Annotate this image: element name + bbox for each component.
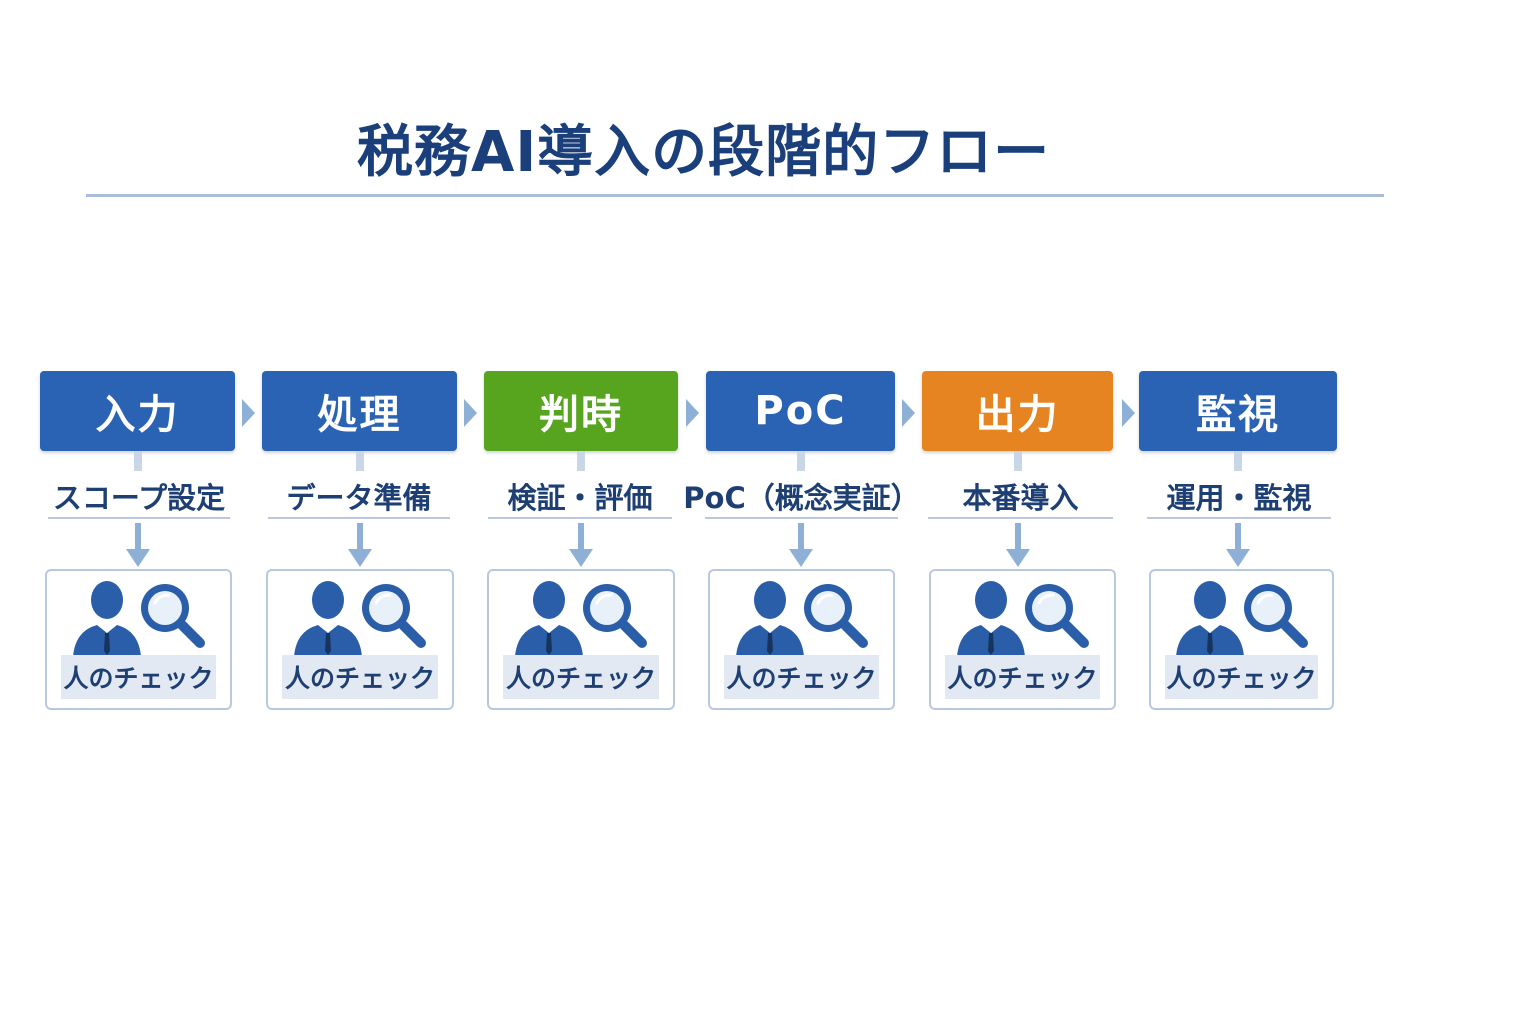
person-magnifier-icon <box>1172 579 1312 657</box>
flow-step: 処理データ準備人のチェック <box>262 371 457 711</box>
human-check-card: 人のチェック <box>708 569 895 710</box>
connector-line <box>796 451 805 471</box>
magnifier-icon <box>803 584 868 648</box>
flow-step: 監視運用・監視人のチェック <box>1139 371 1337 711</box>
step-header: 入力 <box>40 371 235 451</box>
human-check-card: 人のチェック <box>45 569 232 710</box>
magnifier-icon <box>140 584 205 648</box>
person-magnifier-icon <box>732 579 872 657</box>
magnifier-icon <box>362 584 426 648</box>
step-header: PoC <box>706 371 895 451</box>
step-header: 監視 <box>1139 371 1337 451</box>
chevron-right-icon <box>1122 399 1135 427</box>
flow-step: 判時検証・評価人のチェック <box>484 371 678 711</box>
substep-label: データ準備 <box>268 475 450 519</box>
substep-label: スコープ設定 <box>48 475 230 519</box>
connector-line <box>577 451 585 471</box>
substep-label: 検証・評価 <box>488 475 672 519</box>
human-check-label: 人のチェック <box>1165 655 1318 699</box>
flow-step: 出力本番導入人のチェック <box>922 371 1116 711</box>
page-title: 税務AI導入の段階的フロー <box>357 120 1051 185</box>
step-header: 処理 <box>262 371 457 451</box>
chevron-right-icon <box>902 399 915 427</box>
chevron-right-icon <box>464 399 477 427</box>
person-icon <box>72 581 141 657</box>
arrow-down-icon <box>125 523 150 567</box>
chevron-right-icon <box>686 399 699 427</box>
arrow-down-icon <box>1226 523 1250 567</box>
person-magnifier-icon <box>290 579 430 657</box>
substep-label: 運用・監視 <box>1147 475 1331 519</box>
arrow-down-icon <box>569 523 593 567</box>
magnifier-icon <box>1024 584 1089 648</box>
human-check-card: 人のチェック <box>487 569 675 710</box>
human-check-label: 人のチェック <box>282 655 438 699</box>
human-check-card: 人のチェック <box>266 569 454 710</box>
flow-step: PoC PoC（概念実証） 人のチェック <box>683 371 920 711</box>
person-magnifier-icon <box>69 579 209 657</box>
title-divider <box>86 194 1384 197</box>
person-magnifier-icon <box>953 579 1093 657</box>
step-header: 判時 <box>484 371 678 451</box>
connector-line <box>1234 451 1242 471</box>
human-check-label: 人のチェック <box>945 655 1100 699</box>
person-icon <box>735 581 804 657</box>
person-magnifier-icon <box>511 579 651 657</box>
connector-line <box>1013 451 1022 471</box>
human-check-card: 人のチェック <box>929 569 1116 710</box>
person-icon <box>515 581 583 657</box>
substep-label: PoC（概念実証） <box>683 475 920 519</box>
person-icon <box>294 581 362 657</box>
arrow-down-icon <box>788 523 813 567</box>
person-icon <box>1175 581 1244 657</box>
person-icon <box>956 581 1025 657</box>
flow-step: 入力スコープ設定人のチェック <box>40 371 235 711</box>
human-check-label: 人のチェック <box>724 655 879 699</box>
magnifier-icon <box>1243 584 1308 648</box>
substep-label: 本番導入 <box>928 475 1113 519</box>
magnifier-icon <box>583 584 647 648</box>
human-check-card: 人のチェック <box>1149 569 1334 710</box>
connector-line <box>133 451 142 471</box>
human-check-label: 人のチェック <box>503 655 659 699</box>
arrow-down-icon <box>1005 523 1030 567</box>
human-check-label: 人のチェック <box>61 655 216 699</box>
connector-line <box>355 451 364 471</box>
step-header: 出力 <box>922 371 1113 451</box>
chevron-right-icon <box>242 399 255 427</box>
arrow-down-icon <box>347 523 372 567</box>
